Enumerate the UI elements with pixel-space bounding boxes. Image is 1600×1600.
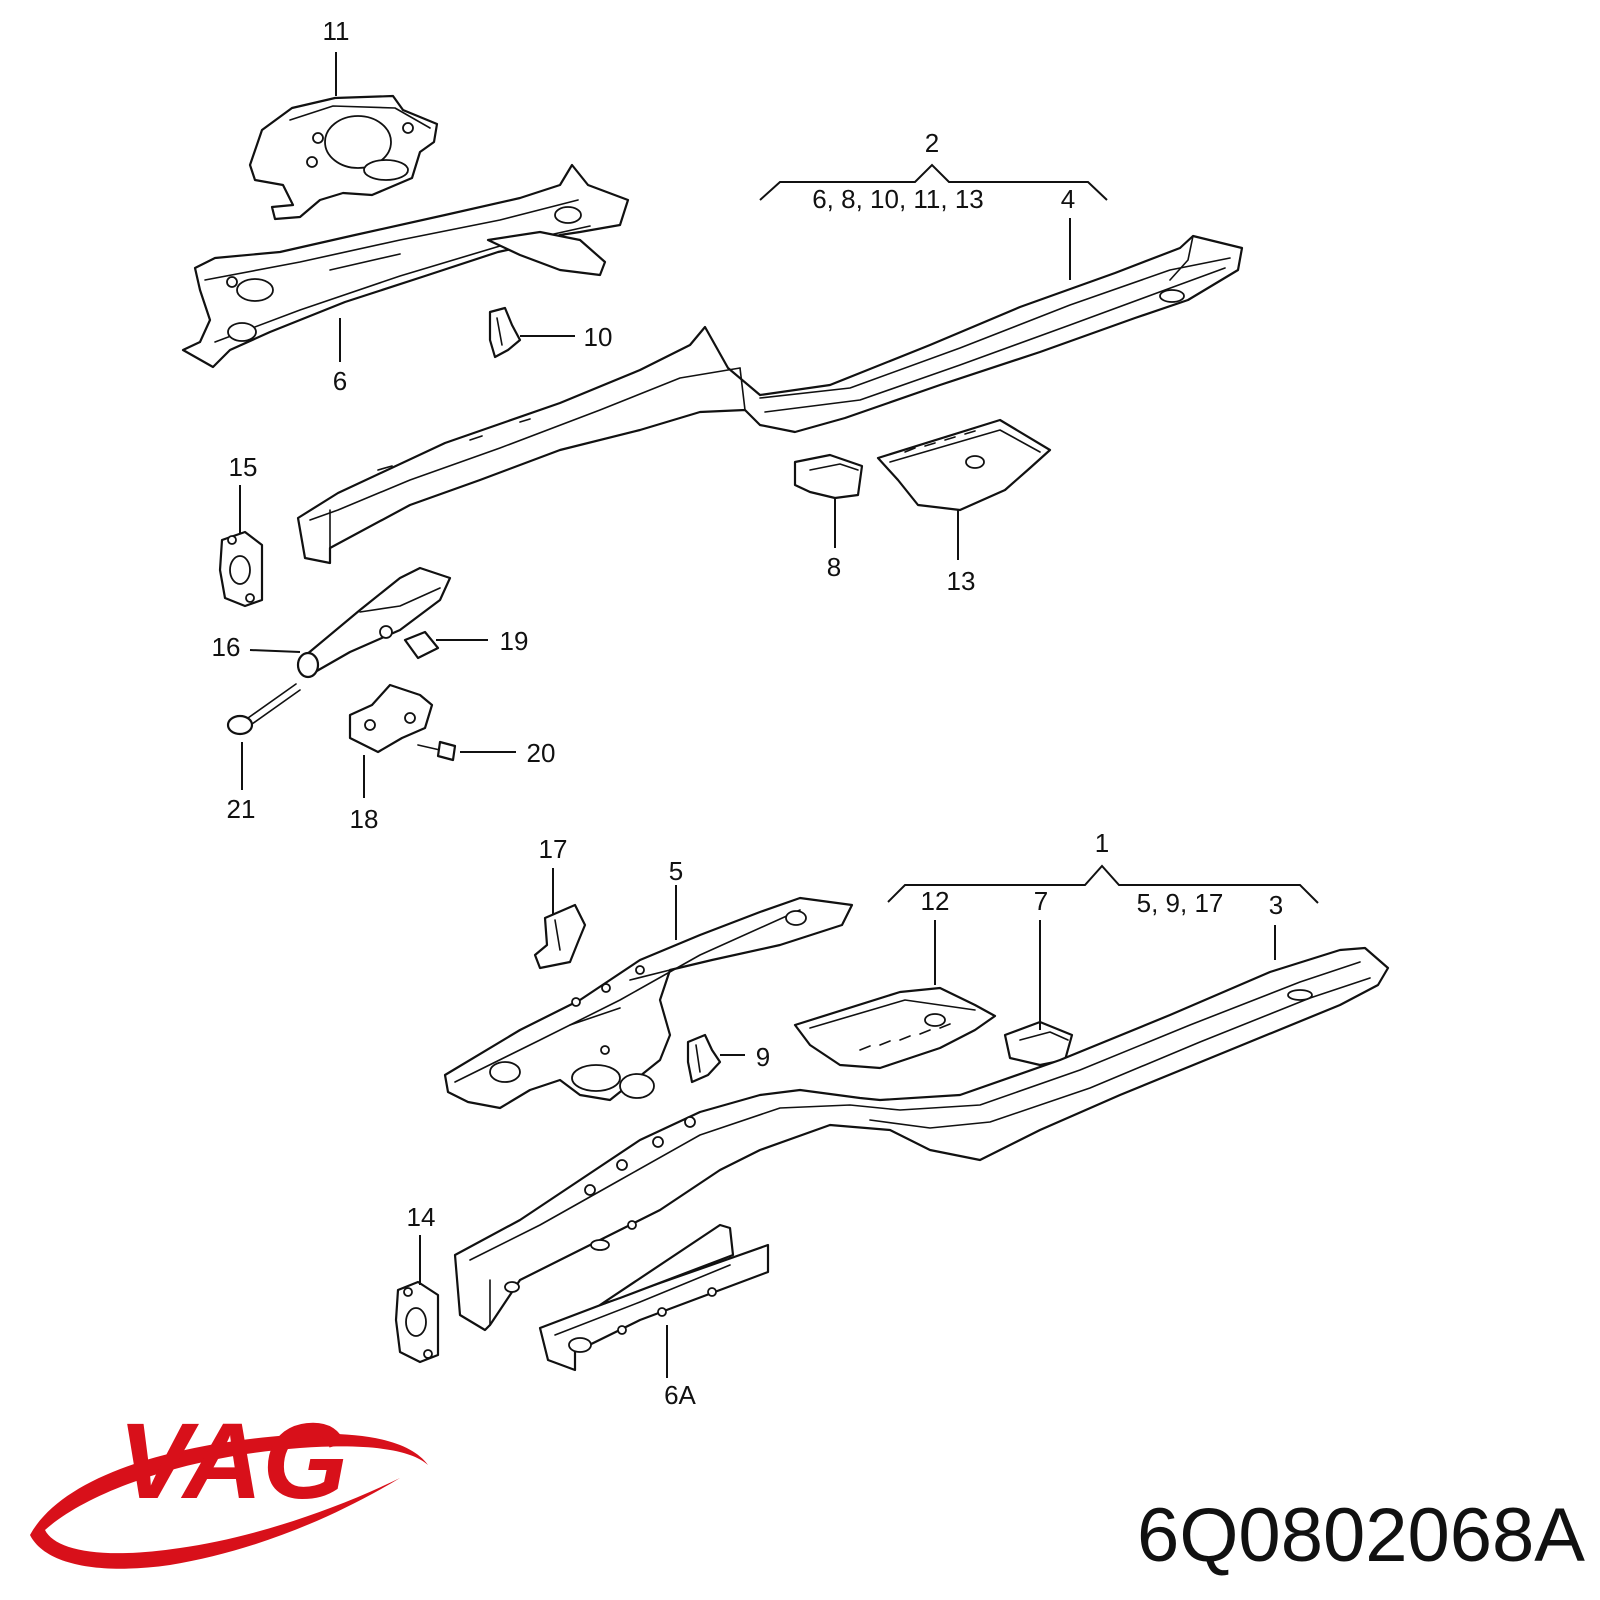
part-12-plate — [793, 986, 997, 1070]
part-16-lever — [296, 566, 452, 679]
part-15-plate — [218, 530, 264, 608]
part-5-subframe — [443, 896, 854, 1110]
callout-3: 3 — [1269, 890, 1283, 920]
leader-lines — [239, 52, 1276, 1378]
group-brace-1 — [887, 864, 1319, 904]
callout-4: 4 — [1061, 184, 1075, 214]
callout-13: 13 — [947, 566, 976, 596]
callout-5: 5 — [669, 856, 683, 886]
part-14-plate — [394, 1280, 440, 1364]
callout-labels: 11 6 10 2 6, 8, 10, 11, 13 4 15 8 13 16 … — [212, 16, 1284, 1410]
part-number: 6Q0802068A — [1137, 1493, 1585, 1578]
part-6-front-rail — [181, 163, 630, 369]
callout-14: 14 — [407, 1202, 436, 1232]
group-brace-2 — [759, 163, 1108, 201]
callout-12: 12 — [921, 886, 950, 916]
callout-6a: 6A — [664, 1380, 696, 1410]
part-21-eye-rod — [226, 683, 301, 736]
part-4-side-member — [296, 234, 1244, 565]
callout-18: 18 — [350, 804, 379, 834]
callout-9: 9 — [756, 1042, 770, 1072]
callout-20: 20 — [527, 738, 556, 768]
callout-11: 11 — [323, 16, 350, 46]
part-13-plate — [876, 418, 1052, 512]
callout-2: 2 — [925, 128, 939, 158]
callout-1: 1 — [1095, 828, 1109, 858]
callout-7: 7 — [1034, 886, 1048, 916]
part-9-small-bracket — [686, 1033, 722, 1084]
callout-6: 6 — [333, 366, 347, 396]
part-18-hinge — [348, 683, 434, 754]
part-17-bracket — [533, 903, 587, 970]
callout-group-lower: 5, 9, 17 — [1137, 888, 1224, 918]
part-8-block — [793, 453, 864, 500]
callout-21: 21 — [227, 794, 256, 824]
callout-8: 8 — [827, 552, 841, 582]
callout-16: 16 — [212, 632, 241, 662]
callout-19: 19 — [500, 626, 529, 656]
part-11-bracket — [248, 94, 439, 221]
part-6a-channel — [538, 1223, 770, 1372]
callout-group-upper: 6, 8, 10, 11, 13 — [812, 184, 984, 214]
vag-logo: VAG — [30, 1400, 428, 1569]
vag-logo-swoosh — [30, 1433, 428, 1569]
callout-15: 15 — [229, 452, 258, 482]
callout-10: 10 — [584, 322, 613, 352]
part-10-small-bracket — [488, 306, 522, 359]
vag-logo-text: VAG — [118, 1400, 348, 1521]
part-19-sleeve — [403, 630, 440, 660]
part-3-side-member — [453, 946, 1390, 1332]
part-20-bolt — [417, 740, 457, 762]
callout-17: 17 — [539, 834, 568, 864]
